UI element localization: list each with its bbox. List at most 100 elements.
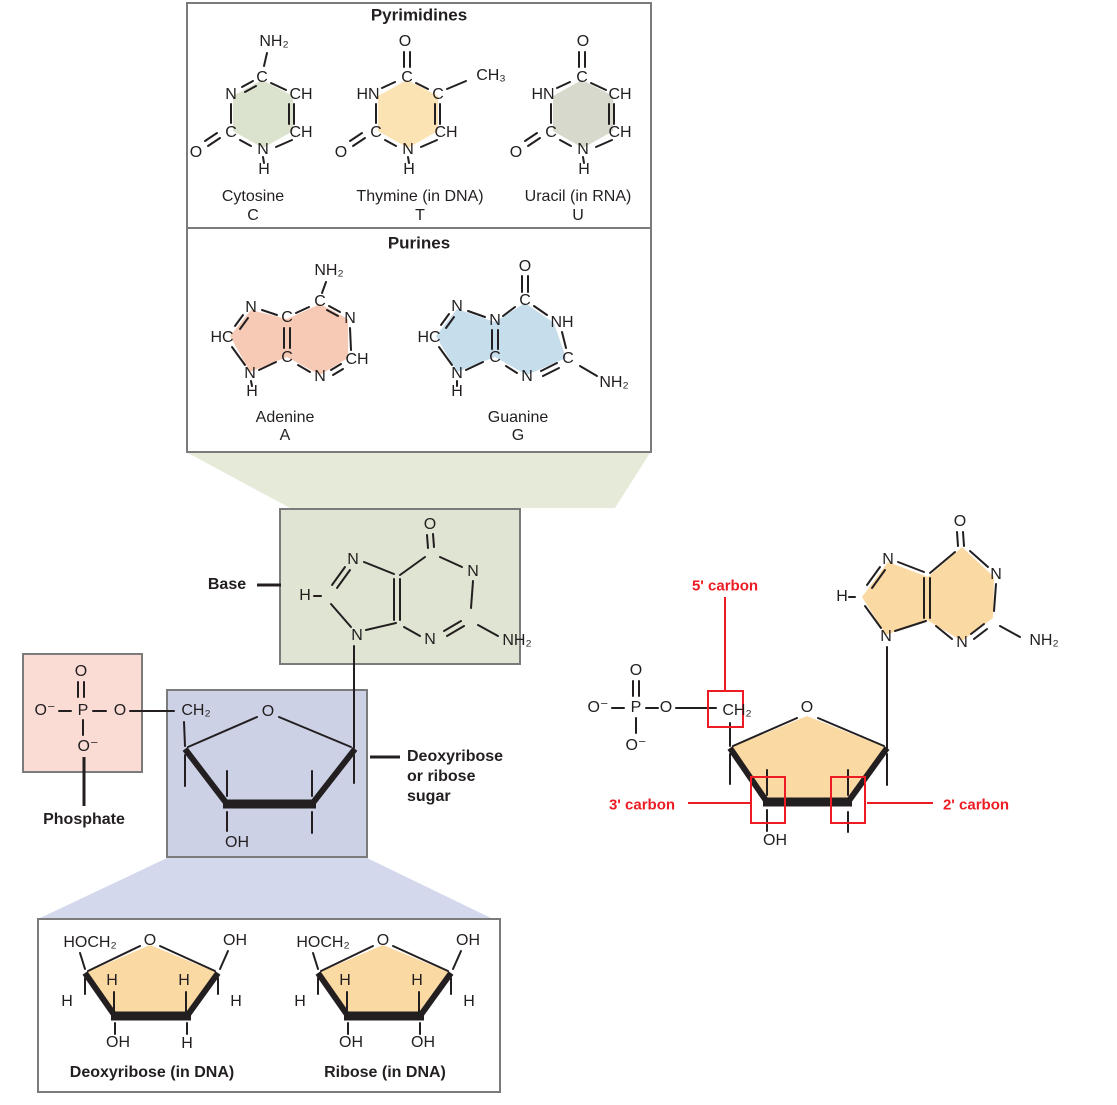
uracil-name: Uracil (in RNA) (524, 188, 632, 205)
adenine-nh2: NH₂ (314, 262, 344, 279)
cytosine-nh2: NH₂ (259, 33, 289, 50)
uracil-c2: C (545, 124, 557, 141)
guanine-structure (436, 275, 598, 387)
nucleotide-guanine-n7: N (882, 551, 894, 568)
ribose-caption: Ribose (in DNA) (324, 1064, 446, 1081)
carbon-annotations (688, 597, 933, 824)
adenine-ch: CH (345, 351, 369, 368)
base-nh2: NH₂ (502, 632, 532, 649)
five-prime-carbon-highlight (707, 690, 744, 728)
nucleotide-guanine-h: H (836, 588, 848, 605)
ribose-oh-topright: OH (456, 932, 480, 949)
nucleotide-guanine-nh2: NH₂ (1029, 632, 1059, 649)
cytosine-n1: N (225, 86, 237, 103)
guanine-c6: C (519, 292, 531, 309)
cytosine-n2: N (257, 141, 269, 158)
adenine-c4: C (281, 349, 293, 366)
thymine-c1: C (401, 69, 413, 86)
guanine-n9: N (451, 365, 463, 382)
uracil-o: O (509, 144, 523, 161)
guanine-h: H (451, 383, 463, 400)
deoxyribose-oh-topright: OH (223, 932, 247, 949)
sugar-ch2: CH₂ (181, 702, 211, 719)
phosphate-label: Phosphate (43, 811, 125, 828)
nucleotide-guanine-structure (848, 531, 1021, 749)
thymine-c-right: C (432, 86, 444, 103)
adenine-hc: HC (210, 329, 234, 346)
green-funnel (188, 453, 650, 508)
sugar-ring-structure (182, 716, 400, 834)
guanine-nh2: NH₂ (599, 374, 629, 391)
deoxyribose-hoch2: HOCH₂ (63, 934, 117, 951)
nucleotide-guanine-n1: N (990, 566, 1002, 583)
thymine-symbol: T (415, 207, 425, 224)
sugar-pointer-line3: sugar (407, 788, 451, 805)
three-prime-carbon-highlight (750, 776, 786, 824)
phosphate-o-left: O⁻ (34, 702, 56, 719)
sugar-oh: OH (225, 834, 249, 851)
thymine-n: N (402, 141, 414, 158)
base-h: H (299, 587, 311, 604)
adenine-n3: N (314, 368, 326, 385)
thymine-h: H (403, 161, 415, 178)
phosphate-structure (58, 681, 175, 806)
guanine-c2: C (562, 350, 574, 367)
thymine-c2: C (370, 124, 382, 141)
five-prime-carbon-label: 5' carbon (691, 577, 759, 595)
base-n3: N (424, 631, 436, 648)
adenine-c5: C (281, 309, 293, 326)
base-n9: N (351, 627, 363, 644)
adenine-n1: N (344, 310, 356, 327)
adenine-n9: N (244, 365, 256, 382)
nucleotide-sugar-oh: OH (763, 832, 787, 849)
base-guanine-structure (257, 533, 499, 749)
base-n7: N (347, 551, 359, 568)
sugar-o: O (261, 703, 275, 720)
uracil-ch1: CH (608, 86, 632, 103)
deoxyribose-caption: Deoxyribose (in DNA) (69, 1064, 235, 1081)
guanine-name: Guanine (487, 409, 549, 426)
uracil-structure (524, 51, 615, 164)
phosphate-box (22, 653, 143, 773)
thymine-hn: HN (356, 86, 380, 103)
thymine-o: O (334, 144, 348, 161)
deoxyribose-oh-bottomleft: OH (106, 1034, 130, 1051)
cytosine-o: O (189, 144, 203, 161)
adenine-n7: N (245, 299, 257, 316)
cytosine-c1: C (256, 69, 268, 86)
guanine-n7: N (451, 298, 463, 315)
thymine-structure (349, 51, 467, 164)
cytosine-c2: C (225, 124, 237, 141)
uracil-o-top: O (576, 33, 590, 50)
cytosine-h: H (258, 161, 270, 178)
nucleotide-phosphate-o-bottom: O⁻ (625, 737, 647, 754)
guanine-n3: N (521, 368, 533, 385)
two-prime-carbon-highlight (830, 776, 866, 824)
cytosine-name: Cytosine (221, 188, 285, 205)
guanine-hc: HC (417, 329, 441, 346)
ribose-hoch2: HOCH₂ (296, 934, 350, 951)
adenine-h: H (246, 383, 258, 400)
thymine-ch3: CH₃ (476, 67, 506, 84)
cytosine-ch1: CH (289, 86, 313, 103)
nucleotide-phosphate-o-left: O⁻ (587, 699, 609, 716)
deoxyribose-h-innerright: H (178, 972, 190, 989)
base-n1: N (467, 563, 479, 580)
adenine-symbol: A (279, 427, 291, 444)
phosphate-p: P (77, 702, 89, 719)
guanine-c4: C (489, 349, 501, 366)
ribose-oh-bottomleft: OH (339, 1034, 363, 1051)
purines-title: Purines (387, 233, 451, 253)
phosphate-o-top: O (74, 663, 88, 680)
ribose-h-innerleft: H (339, 972, 351, 989)
nucleotide-guanine-o: O (953, 513, 967, 530)
deoxyribose-o: O (143, 932, 157, 949)
uracil-ch2: CH (608, 124, 632, 141)
sugar-pointer-line2: or ribose (407, 768, 476, 785)
ribose-h-innerright: H (411, 972, 423, 989)
deoxyribose-h-bottomright: H (181, 1035, 193, 1052)
nucleotide-ch2: CH₂ (722, 702, 752, 719)
nucleotide-phosphate-o-top: O (629, 662, 643, 679)
